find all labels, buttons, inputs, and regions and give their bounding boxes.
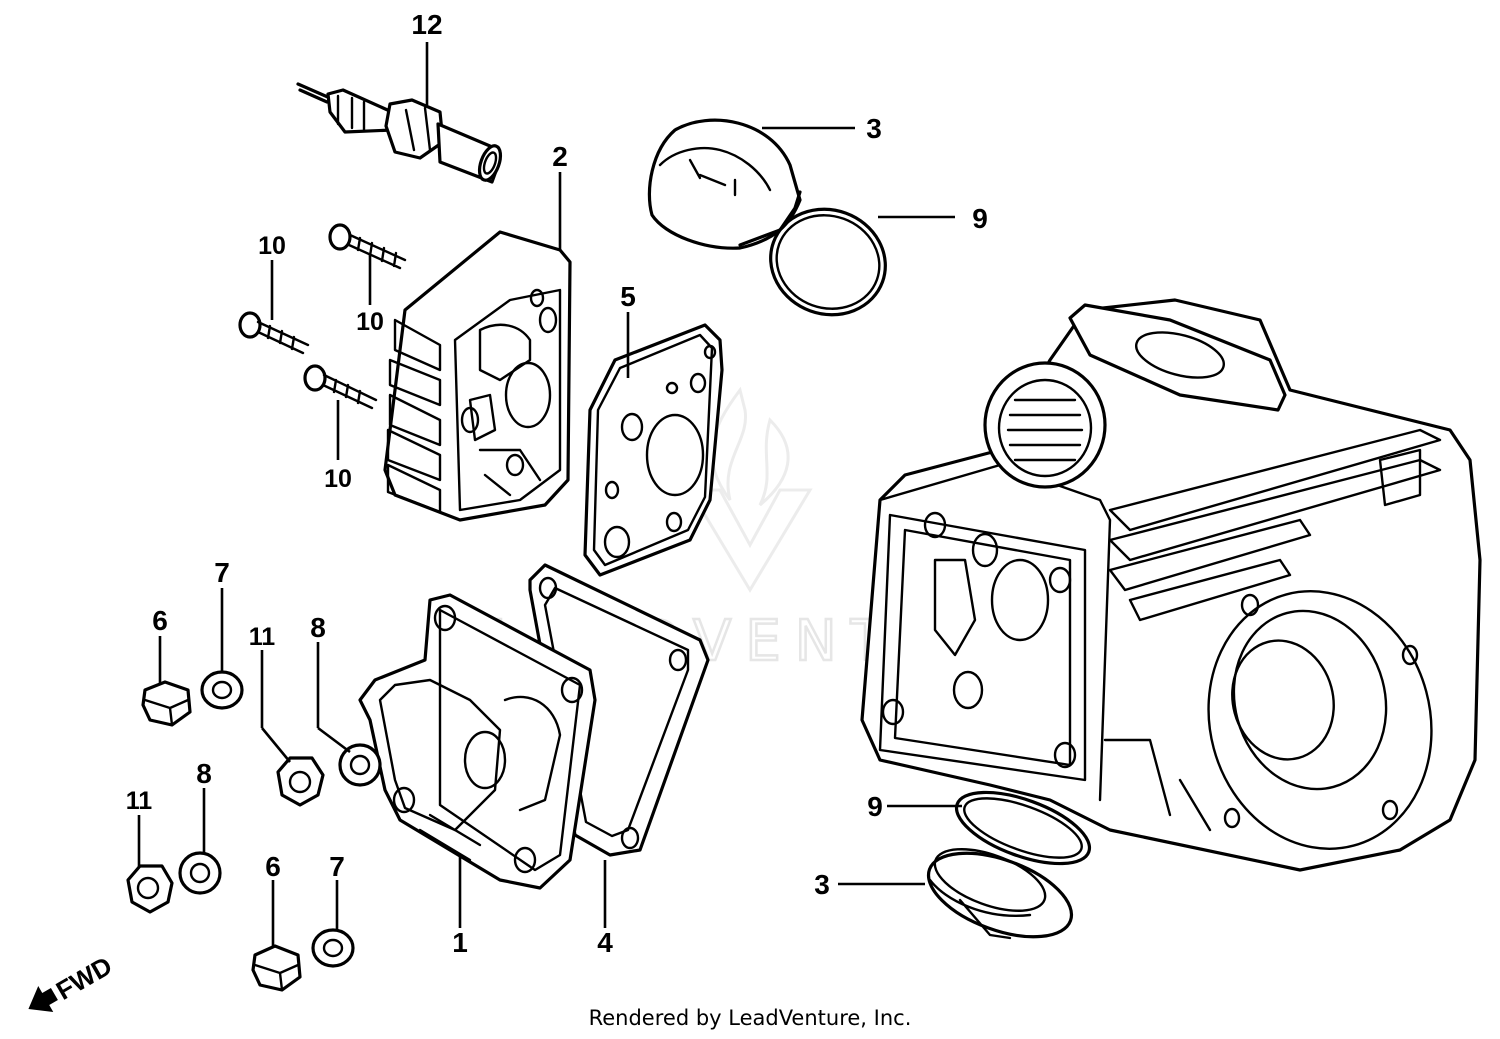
part-8-washer-a[interactable]: [338, 743, 382, 787]
part-8-washer-b[interactable]: [178, 851, 222, 895]
part-6-cap-nut-b[interactable]: [251, 944, 302, 992]
callout-8-a: 8: [310, 612, 326, 643]
part-11-nut-a[interactable]: [276, 756, 325, 807]
part-10-bolt-left[interactable]: [238, 311, 310, 355]
cylinder-head-assembly: [860, 298, 1482, 872]
fwd-label: FWD: [51, 950, 117, 1006]
part-7-washer-a[interactable]: [200, 670, 244, 710]
callout-10-upper: 10: [356, 308, 384, 336]
callout-1: 1: [452, 927, 468, 958]
fwd-arrow-icon: [28, 986, 58, 1012]
part-3-cap-top[interactable]: [647, 118, 802, 250]
part-2-head-cover[interactable]: [383, 230, 572, 522]
callout-6-b: 6: [265, 851, 281, 882]
part-12-sensor[interactable]: [296, 82, 505, 184]
callout-7-b: 7: [329, 851, 345, 882]
part-10-bolt-upper[interactable]: [328, 223, 407, 270]
part-3-cap-bottom[interactable]: [918, 836, 1083, 953]
callout-2: 2: [552, 141, 568, 172]
callout-8-b: 8: [196, 758, 212, 789]
callouts: 12 2 3 9 10 10 10 5 7 6 11 8 11 8 6 7 1 …: [126, 9, 988, 958]
part-7-washer-b[interactable]: [311, 928, 355, 968]
callout-12: 12: [411, 9, 442, 40]
part-5-gasket[interactable]: [583, 323, 724, 577]
callout-7-a: 7: [214, 557, 230, 588]
callout-9-bottom: 9: [867, 791, 883, 822]
part-1-cylinder-head[interactable]: [358, 593, 597, 890]
callout-3-bottom: 3: [814, 869, 830, 900]
credit-footer: Rendered by LeadVenture, Inc.: [588, 1006, 912, 1030]
callout-11-a: 11: [249, 623, 276, 651]
callout-3-top: 3: [866, 113, 882, 144]
callout-4: 4: [597, 927, 613, 958]
part-9-oring-top[interactable]: [756, 193, 901, 330]
callout-11-b: 11: [126, 787, 153, 815]
callout-10-left: 10: [258, 232, 286, 260]
callout-6-a: 6: [152, 605, 168, 636]
callout-9-top: 9: [972, 203, 988, 234]
part-9-oring-bottom[interactable]: [948, 778, 1099, 879]
part-10-bolt-lower[interactable]: [303, 364, 378, 410]
callout-5: 5: [620, 281, 636, 312]
part-11-nut-b[interactable]: [126, 864, 174, 914]
leader-lines: [137, 42, 962, 946]
part-6-cap-nut-a[interactable]: [141, 680, 192, 727]
callout-10-lower: 10: [324, 465, 352, 493]
